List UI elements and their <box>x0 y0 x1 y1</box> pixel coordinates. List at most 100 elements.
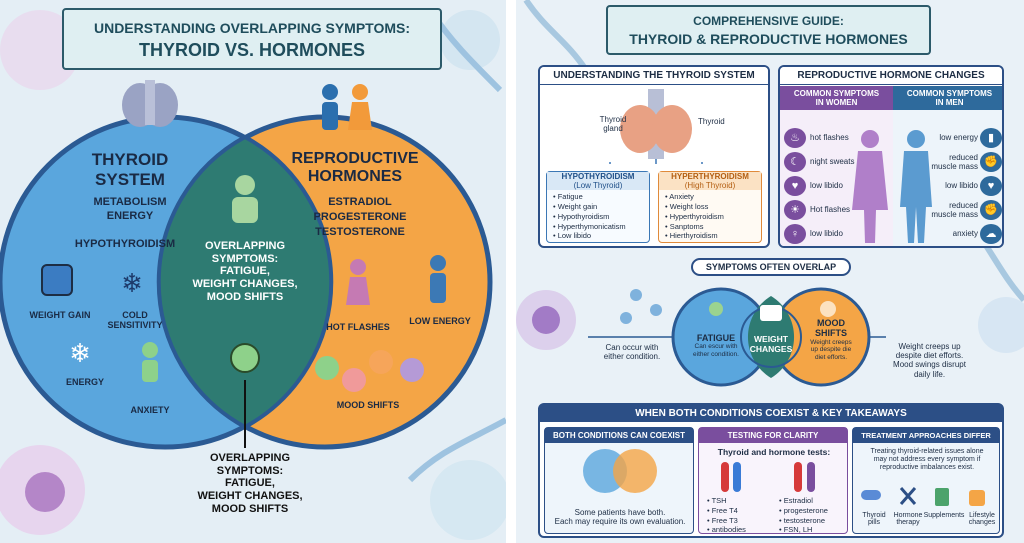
testing-sub: Thyroid and hormone tests: <box>717 447 831 457</box>
right-title-banner: COMPREHENSIVE GUIDE: THYROID & REPRODUCT… <box>606 5 931 55</box>
anxiety-icon: ☁ <box>980 224 1002 244</box>
thyroid-box-header: UNDERSTANDING THE THYROID SYSTEM <box>540 67 768 85</box>
lifestyle-icon <box>969 490 985 506</box>
muscle-icon: ✊ <box>980 152 1002 172</box>
callout-l2: SYMPTOMS: <box>216 464 284 477</box>
test-item: progesterone <box>779 506 828 516</box>
hyper-item: Sanptoms <box>665 222 755 232</box>
test-item: FSN, LH <box>779 525 828 535</box>
hot-flash-woman-icon <box>346 259 370 305</box>
left-infographic: ❄ ❄ UNDERSTANDING OVERLAPPING SYMPTOMS: … <box>0 0 506 543</box>
treat-i1b: pills <box>867 519 881 526</box>
men-h2: IN MEN <box>935 98 964 107</box>
overlap-header: SYMPTOMS OFTEN OVERLAP <box>691 258 851 276</box>
women-h1: COMMON SYMPTOMS <box>793 89 880 98</box>
treat-label-4: Lifestyle changes <box>965 512 999 526</box>
pills-icon <box>861 490 881 500</box>
mood-label: MOOD SHIFTS Weight creeps up despite die… <box>806 318 856 361</box>
men-symptom: anxiety <box>952 229 978 238</box>
gland-label-line1: Thyroid <box>599 115 627 124</box>
treatment-icons <box>861 487 985 506</box>
hypo-h1: HYPOTHYROIDISM <box>561 172 635 181</box>
smiley-icon <box>230 343 260 373</box>
women-symptom: night sweats <box>810 157 855 166</box>
repro-title-line2: HORMONES <box>307 168 403 186</box>
coexist-text-2: Each may require its own evaluation. <box>554 517 686 527</box>
testing-header: TESTING FOR CLARITY <box>699 428 847 443</box>
hypo-h2: (Low Thyroid) <box>573 181 623 191</box>
coexist-header: BOTH CONDITIONS CAN COEXIST <box>545 428 693 443</box>
flame-icon: ♨ <box>784 128 806 148</box>
left-title-banner: UNDERSTANDING OVERLAPPING SYMPTOMS: THYR… <box>62 8 442 70</box>
men-h1: COMMON SYMPTOMS <box>906 89 993 98</box>
anxiety-label: ANXIETY <box>130 405 170 415</box>
treat-i4b: changes <box>968 519 996 526</box>
overlap-l3: FATIGUE, <box>220 265 270 278</box>
women-symptom: low libido <box>810 181 843 190</box>
coexist-venn <box>583 449 657 493</box>
repro-progesterone: PROGESTERONE <box>313 211 407 223</box>
men-header: COMMON SYMPTOMS IN MEN <box>893 86 1002 110</box>
body-silhouettes <box>852 130 932 243</box>
treat-i1a: Thyroid <box>862 512 886 519</box>
hormone-therapy-icon <box>899 487 917 505</box>
treatment-text: Treating thyroid-related issues alone ma… <box>855 448 999 472</box>
treat-text-3: reproductive imbalances exist. <box>879 464 975 472</box>
overlap-l2: SYMPTOMS: <box>211 252 279 265</box>
treatment-header: TREATMENT APPROACHES DIFFER <box>853 428 999 443</box>
hypo-list: Fatigue Weight gain Hypothyroidism Hyper… <box>547 190 649 243</box>
overlap-callout: OVERLAPPING SYMPTOMS: FATIGUE, WEIGHT CH… <box>185 452 315 515</box>
thyroid-energy: ENERGY <box>106 210 154 222</box>
tired-man-icon <box>430 255 446 303</box>
hypo-title: HYPOTHYROIDISM (Low Thyroid) <box>547 172 649 191</box>
women-symptom: low libido <box>810 229 843 238</box>
snowflake-icon: ❄ <box>121 268 143 298</box>
hyper-h1: HYPERTHYROIDISM <box>671 172 749 181</box>
callout-l4: WEIGHT CHANGES, <box>197 489 303 502</box>
hyper-title: HYPERTHYROIDISM (High Thyroid) <box>659 172 761 191</box>
repro-testosterone: TESTOSTERONE <box>315 226 405 238</box>
coexist-text-1: Some patients have both. <box>574 508 666 517</box>
treat-label-1: Thyroid pills <box>857 512 891 526</box>
snowflake-energy-icon: ❄ <box>69 338 91 368</box>
repro-title-line1: REPRODUCTIVE <box>291 150 419 167</box>
men-symptom: low libido <box>945 181 978 190</box>
treat-label-3: Supplements <box>923 512 965 519</box>
mood-shifts-label: MOOD SHIFTS <box>336 400 400 410</box>
test-item: Free T4 <box>707 506 746 516</box>
hyper-list: Anxiety Weight loss Hyperthyroidism Sanp… <box>659 190 761 243</box>
overlap-right-note: Weight creeps up despite diet efforts. M… <box>872 342 987 379</box>
reproductive-hormones-title: REPRODUCTIVE HORMONES <box>280 150 430 187</box>
hypo-box: HYPOTHYROIDISM (Low Thyroid) Fatigue Wei… <box>546 171 650 243</box>
thyroid-system-title: THYROID SYSTEM <box>80 150 180 189</box>
left-title-line2: THYROID VS. HORMONES <box>138 40 366 60</box>
test-item: Estradiol <box>779 496 828 506</box>
mood-sub: Weight creeps up despite die diet effort… <box>810 338 852 361</box>
hypo-item: Weight gain <box>553 202 643 212</box>
repro-box-header: REPRODUCTIVE HORMONE CHANGES <box>780 67 1002 85</box>
hyper-h2: (High Thyroid) <box>684 181 736 191</box>
headache-person-icon <box>232 175 258 223</box>
scale-icon <box>41 264 73 296</box>
female-symbol-icon: ♀ <box>784 224 806 244</box>
thyroid-label-right: Thyroid <box>698 117 725 126</box>
test-item: antibodies <box>707 525 746 535</box>
thyroid-metabolism: METABOLISM <box>93 196 167 208</box>
overlap-venn <box>588 287 886 387</box>
woman-silhouette-icon <box>852 130 888 243</box>
callout-l1: OVERLAPPING <box>209 452 291 464</box>
weight-label: WEIGHT CHANGES <box>744 334 798 355</box>
coexist-text: Some patients have both. Each may requir… <box>547 508 693 526</box>
thyroid-gland-illustration <box>609 89 703 164</box>
bottom-header: WHEN BOTH CONDITIONS COEXIST & KEY TAKEA… <box>540 405 1002 422</box>
panel-divider <box>506 0 516 543</box>
reproductive-changes-box: REPRODUCTIVE HORMONE CHANGES COMMON SYMP… <box>778 65 1004 248</box>
right-note-3: Mood swings disrupt <box>893 360 966 370</box>
test-item: testosterone <box>779 516 828 526</box>
overlap-l4: WEIGHT CHANGES, <box>192 277 298 290</box>
thyroid-title-line1: THYROID <box>91 150 169 169</box>
hypo-item: Hypothyroidism <box>553 212 643 222</box>
thyroid-title-line2: SYSTEM <box>95 169 165 189</box>
scale-mini-icon <box>760 305 782 321</box>
man-silhouette-icon <box>900 130 932 243</box>
